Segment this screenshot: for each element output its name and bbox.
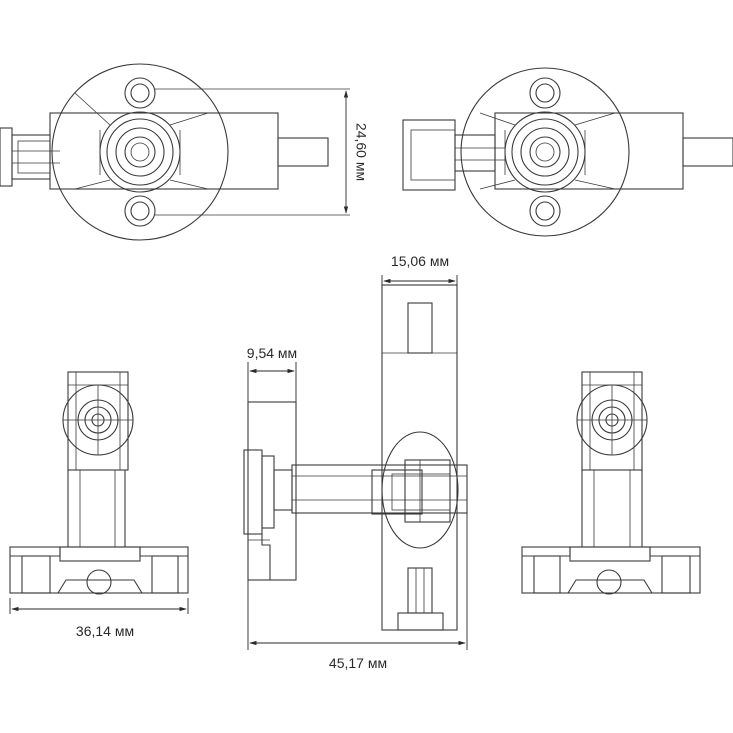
top-right-view	[402, 67, 733, 237]
top-left-view	[0, 63, 350, 241]
bottom-left-view	[9, 371, 189, 595]
dimension-flange-thickness: 9,54 мм	[247, 345, 297, 402]
bottom-center-view	[243, 284, 468, 631]
bottom-right-view	[521, 371, 701, 595]
dimension-flange-diameter: 24,60 мм	[343, 90, 369, 214]
dimension-label-base-width: 36,14 мм	[76, 623, 134, 639]
dimension-label-flange-diameter: 24,60 мм	[353, 123, 369, 181]
dimension-overall-length: 45,17 мм	[247, 513, 468, 671]
dimension-label-flange-thickness: 9,54 мм	[247, 345, 297, 361]
dimension-base-width: 36,14 мм	[9, 598, 189, 639]
dimension-label-overall-length: 45,17 мм	[329, 655, 387, 671]
dimension-body-width: 15,06 мм	[381, 253, 458, 285]
dimension-label-body-width: 15,06 мм	[391, 253, 449, 269]
